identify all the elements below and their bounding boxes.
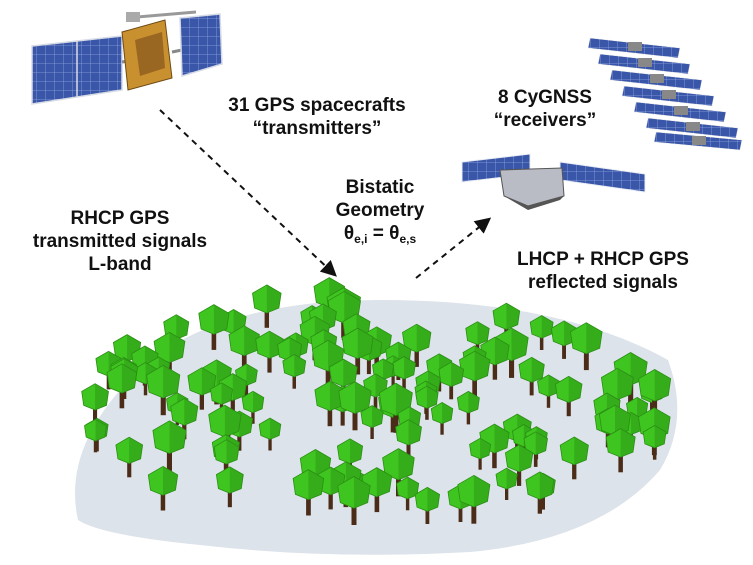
- transmitted-signals-label: RHCP GPS transmitted signals L-band: [0, 207, 240, 276]
- tree-cluster: [81, 277, 672, 525]
- reflected-signals-label: LHCP + RHCP GPS reflected signals: [478, 248, 728, 294]
- tree-icon: [198, 304, 230, 350]
- tree-icon: [642, 425, 667, 460]
- tree-icon: [338, 381, 372, 431]
- gps-label-line2: “transmitters”: [252, 118, 382, 139]
- tree-icon: [146, 364, 181, 416]
- cygnss-satellite-icon: [461, 153, 646, 210]
- tree-icon: [523, 431, 548, 467]
- theta-symbol-1: θ: [343, 223, 355, 244]
- gps-satellite-icon: [31, 10, 223, 105]
- tree-icon: [258, 417, 282, 451]
- cygnss-label-line1: 8 CyGNSS: [498, 87, 592, 108]
- tree-icon: [235, 363, 258, 397]
- tree-icon: [115, 436, 144, 478]
- scatter-angle-subscript: e,s: [399, 232, 417, 246]
- cygnss-receivers-label: 8 CyGNSS “receivers”: [460, 86, 630, 132]
- tree-icon: [555, 375, 583, 417]
- tree-icon: [518, 356, 545, 396]
- tree-icon: [292, 469, 325, 516]
- tree-icon: [459, 350, 491, 397]
- tree-icon: [208, 404, 242, 454]
- tree-icon: [341, 327, 374, 375]
- tree-icon: [81, 383, 109, 424]
- gps-label-line1: 31 GPS spacecrafts: [228, 95, 406, 116]
- forest-illustration: [75, 277, 678, 555]
- tree-icon: [282, 353, 307, 389]
- incident-signal-arrow: [159, 109, 337, 277]
- tree-icon: [456, 390, 480, 425]
- tree-icon: [559, 436, 589, 480]
- tree-icon: [638, 369, 672, 418]
- theta-symbol-2: θ: [389, 223, 400, 244]
- cygnss-constellation-icon: [587, 37, 743, 151]
- tree-icon: [414, 486, 441, 524]
- equals-sign: =: [367, 223, 390, 244]
- tree-icon: [605, 428, 636, 473]
- gps-transmitters-label: 31 GPS spacecrafts “transmitters”: [182, 94, 452, 140]
- tree-icon: [396, 476, 420, 511]
- transmit-label-line3: L-band: [88, 254, 152, 275]
- tree-icon: [392, 356, 416, 391]
- tree-icon: [213, 439, 240, 477]
- tree-icon: [504, 444, 534, 486]
- transmit-label-line1: RHCP GPS: [70, 208, 170, 229]
- tree-icon: [241, 390, 265, 424]
- reflect-label-line1: LHCP + RHCP GPS: [517, 249, 689, 270]
- tree-icon: [337, 476, 371, 525]
- transmit-label-line2: transmitted signals: [32, 231, 208, 252]
- reflected-signal-arrow: [415, 217, 492, 279]
- tree-icon: [360, 405, 384, 439]
- tree-icon: [438, 361, 465, 400]
- tree-icon: [480, 336, 510, 380]
- tree-icon: [147, 465, 179, 511]
- incident-angle-subscript: e,i: [354, 232, 368, 246]
- tree-icon: [600, 367, 634, 417]
- tree-icon: [228, 325, 260, 372]
- bistatic-label-line2: Geometry: [335, 200, 425, 221]
- tree-icon: [215, 466, 244, 508]
- tree-icon: [457, 474, 491, 524]
- tree-icon: [402, 323, 432, 367]
- tree-icon: [495, 467, 518, 500]
- tree-icon: [152, 420, 187, 471]
- tree-icon: [525, 471, 555, 514]
- cygnss-label-line2: “receivers”: [493, 110, 597, 131]
- bistatic-geometry-label: Bistatic Geometry θe,i = θe,s: [300, 176, 460, 251]
- tree-icon: [84, 418, 107, 453]
- tree-icon: [378, 382, 413, 433]
- bistatic-label-line1: Bistatic: [345, 177, 415, 198]
- tree-icon: [210, 382, 233, 416]
- tree-icon: [469, 437, 492, 470]
- reflect-label-line2: reflected signals: [528, 272, 678, 293]
- tree-icon: [395, 419, 422, 459]
- tree-icon: [382, 448, 415, 497]
- tree-icon: [430, 402, 454, 435]
- tree-icon: [415, 385, 439, 420]
- tree-icon: [598, 404, 631, 452]
- tree-icon: [106, 363, 138, 409]
- angle-equation: θe,i = θe,s: [300, 222, 460, 251]
- tree-icon: [570, 322, 603, 371]
- tree-icon: [529, 315, 554, 350]
- tree-icon: [252, 284, 282, 328]
